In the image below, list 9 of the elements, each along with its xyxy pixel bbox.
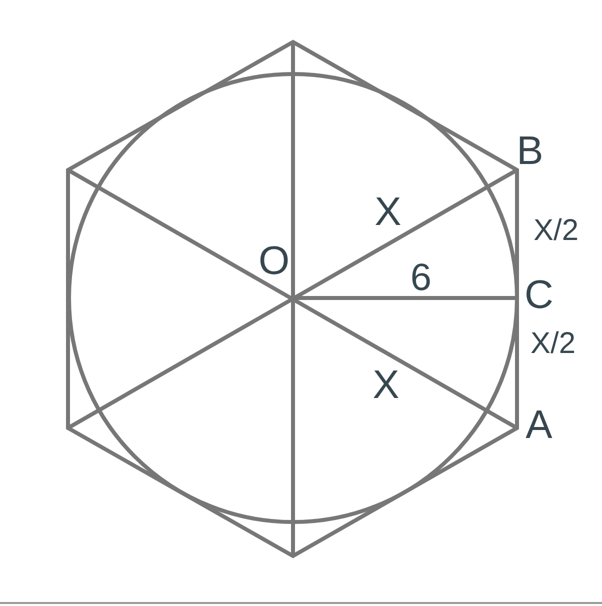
point-label: B	[516, 131, 544, 171]
point-label: A	[526, 405, 552, 445]
length-label: X/2	[530, 329, 576, 359]
point-label: O	[258, 241, 290, 281]
length-label: X	[372, 365, 400, 405]
length-label: 6	[410, 259, 432, 297]
length-label: X/2	[533, 216, 579, 246]
length-label: X	[374, 192, 402, 232]
point-label: C	[524, 275, 554, 315]
